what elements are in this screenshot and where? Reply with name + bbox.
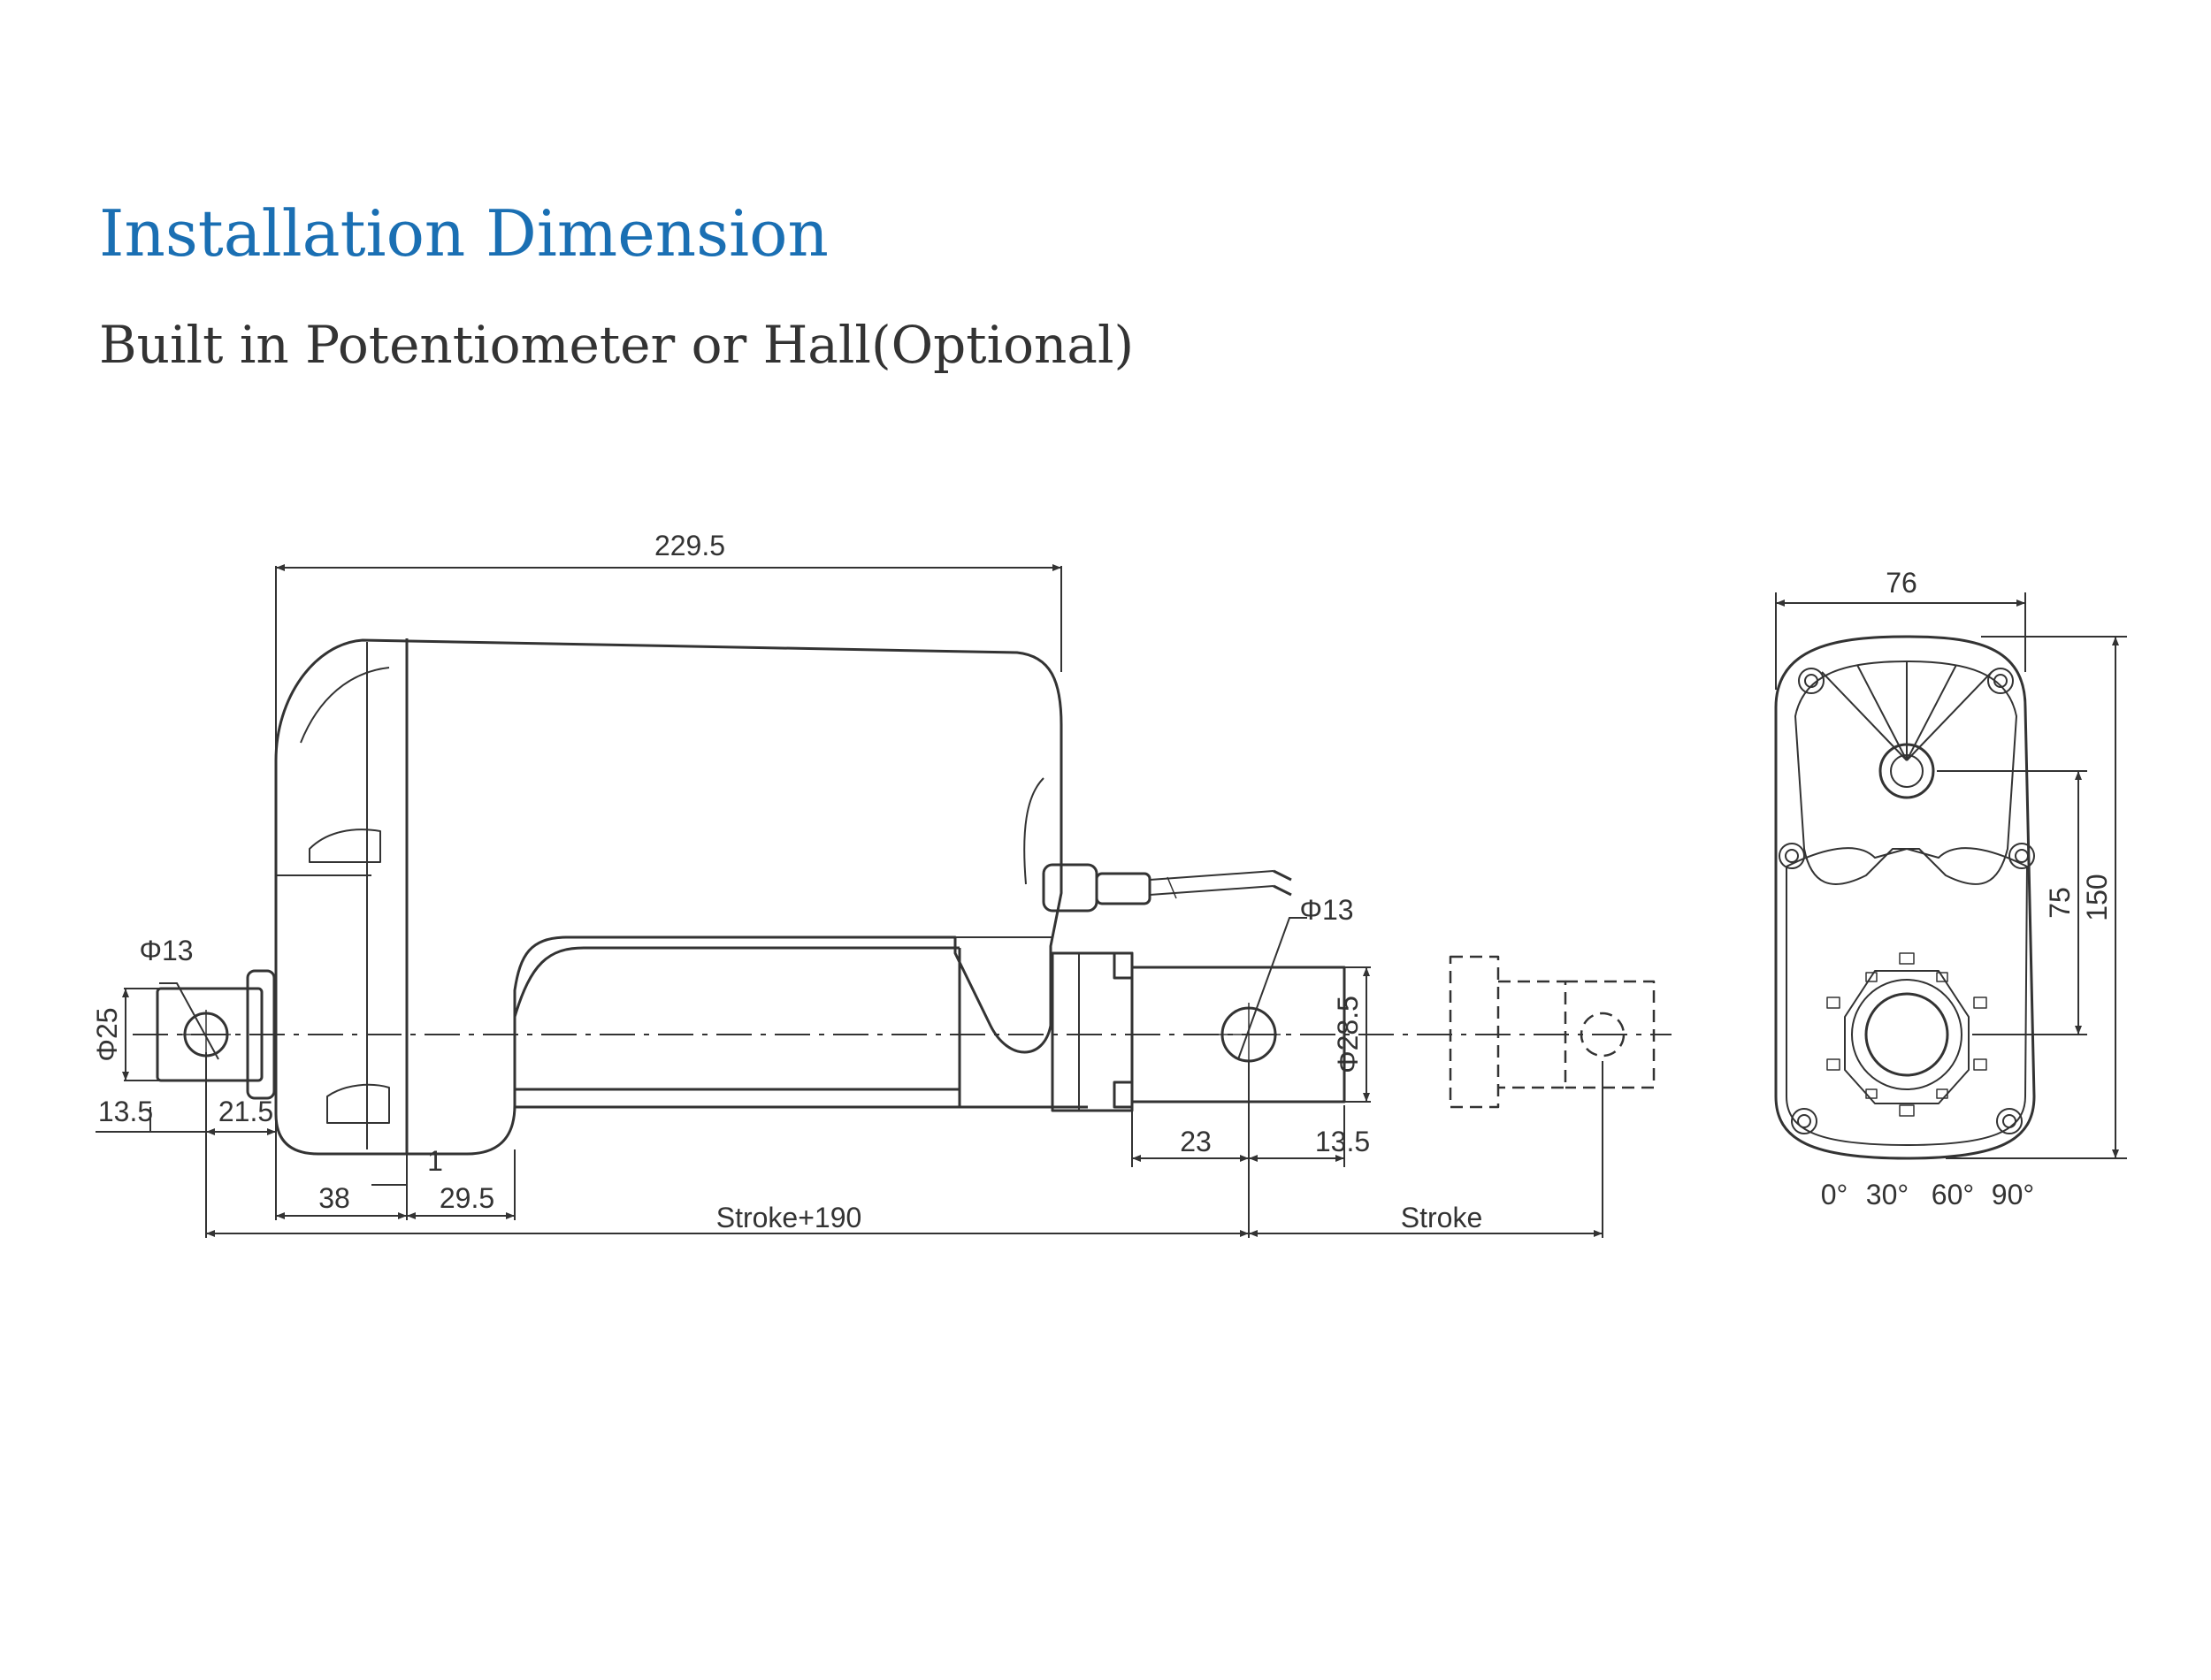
side-view-labels: 229.5 Φ13 Φ25 13.5 21.5 38 1 29.5 Stroke…	[91, 530, 1482, 1233]
angle-label-90: 90°	[1992, 1179, 2034, 1210]
end-view-labels: 76 150 75 0° 30° 60° 90°	[1821, 567, 2113, 1210]
page-title: Installation Dimension	[99, 196, 829, 271]
retracted-length-label: Stroke+190	[716, 1202, 862, 1233]
mounting-bolts	[1779, 668, 2035, 1134]
rear-hole-to-end-label: 13.5	[98, 1096, 153, 1127]
actuator-side-view	[133, 638, 1672, 1156]
center-height-label: 75	[2044, 887, 2076, 919]
motor-housing	[274, 638, 1063, 1156]
angle-label-0: 0°	[1821, 1179, 1848, 1210]
rear-hole-diameter-label: Φ13	[139, 935, 193, 966]
actuator-end-view	[1774, 635, 2036, 1160]
rotation-ring	[1844, 970, 1970, 1104]
rod-end-length-label: 23	[1180, 1126, 1212, 1157]
gap-label: 1	[427, 1145, 443, 1177]
side-view-dimensions	[96, 564, 1603, 1238]
inner-rod	[1051, 951, 1134, 1112]
front-hole-to-end-label: 13.5	[1315, 1126, 1370, 1157]
end-width-label: 76	[1886, 567, 1917, 599]
angle-label-60: 60°	[1932, 1179, 1974, 1210]
extended-rod-phantom	[1449, 955, 1656, 1109]
rear-clevis-length-label: 21.5	[218, 1096, 273, 1127]
front-hole-diameter-label: Φ13	[1299, 894, 1353, 926]
end-height-label: 150	[2081, 874, 2113, 920]
power-cable	[1042, 863, 1292, 913]
stroke-label: Stroke	[1401, 1202, 1482, 1233]
angle-markers	[1826, 952, 1987, 1117]
rear-clevis	[156, 969, 276, 1100]
end-view-dimensions	[1775, 592, 2127, 1159]
overall-length-label: 229.5	[654, 530, 725, 561]
angle-label-30: 30°	[1866, 1179, 1909, 1210]
rear-clevis-diameter-label: Φ25	[91, 1007, 123, 1061]
outer-tube	[513, 946, 1088, 1109]
housing-step-label: 29.5	[440, 1182, 494, 1214]
page-subtitle: Built in Potentiometer or Hall(Optional)	[99, 315, 1135, 375]
end-view-outline	[1774, 635, 2036, 1160]
motor-offset-label: 38	[318, 1182, 350, 1214]
rod-end-diameter-label: Φ28.5	[1332, 996, 1364, 1073]
